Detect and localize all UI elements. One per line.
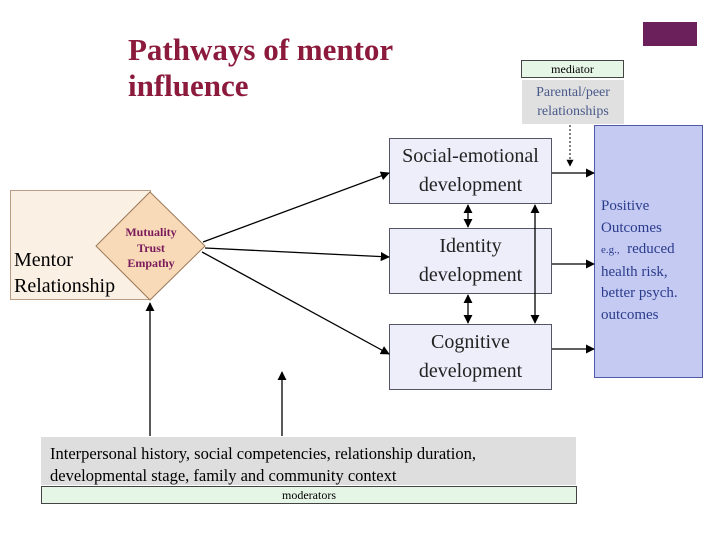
relationship-qualities: Mutuality Trust Empathy <box>112 225 190 272</box>
social-emotional-line-1: Social-emotional <box>402 145 539 167</box>
mentor-label-line-1: Mentor <box>14 249 73 271</box>
positive-outcomes-text: Positive Outcomes e.g., reduced health r… <box>601 196 703 326</box>
positive-outcomes-box <box>594 125 703 378</box>
cognitive-development-box: Cognitive development <box>389 324 552 390</box>
arrow-to-identity <box>204 247 390 262</box>
mediator-box: Parental/peer relationships <box>522 80 624 124</box>
identity-development-box: Identity development <box>389 228 552 294</box>
moderators-label: moderators <box>41 486 577 504</box>
page-title: Pathways of mentor influence <box>128 32 508 105</box>
outcomes-line-4: health risk, <box>601 263 668 280</box>
social-emotional-line-2: development <box>418 174 523 196</box>
outcomes-line-2: Outcomes <box>601 219 662 236</box>
outcomes-line-5: better psych. <box>601 285 678 301</box>
mediator-line-1: Parental/peer <box>536 85 610 100</box>
cognitive-line-1: Cognitive <box>431 331 510 353</box>
identity-line-1: Identity <box>439 235 502 257</box>
identity-line-2: development <box>418 264 523 286</box>
moderators-line-1: Interpersonal history, social competenci… <box>50 444 476 463</box>
mentor-label-line-2: Relationship <box>14 275 116 297</box>
moderators-box: Interpersonal history, social competenci… <box>41 437 576 485</box>
title-line-2: influence <box>128 68 249 104</box>
quality-mutuality: Mutuality <box>125 225 177 239</box>
quality-trust: Trust <box>137 240 165 255</box>
cognitive-line-2: development <box>418 360 523 382</box>
title-line-1: Pathways of mentor <box>128 32 394 67</box>
mediator-line-2: relationships <box>537 104 609 119</box>
quality-diamond <box>95 191 206 301</box>
mentor-relationship-label: Mentor Relationship <box>14 247 144 299</box>
outcomes-line-6: outcomes <box>601 306 659 323</box>
outcomes-line-1: Positive <box>601 198 650 214</box>
moderators-line-2: developmental stage, family and communit… <box>50 466 397 485</box>
outcomes-line-3: reduced <box>627 241 675 257</box>
mediator-label: mediator <box>521 60 624 78</box>
quality-empathy: Empathy <box>127 256 175 270</box>
arrow-to-cognitive <box>201 251 390 355</box>
corner-accent-tab <box>643 22 697 46</box>
arrow-to-social-emotional <box>202 171 390 243</box>
social-emotional-development-box: Social-emotional development <box>389 138 552 204</box>
outcomes-eg: e.g., <box>601 244 620 256</box>
